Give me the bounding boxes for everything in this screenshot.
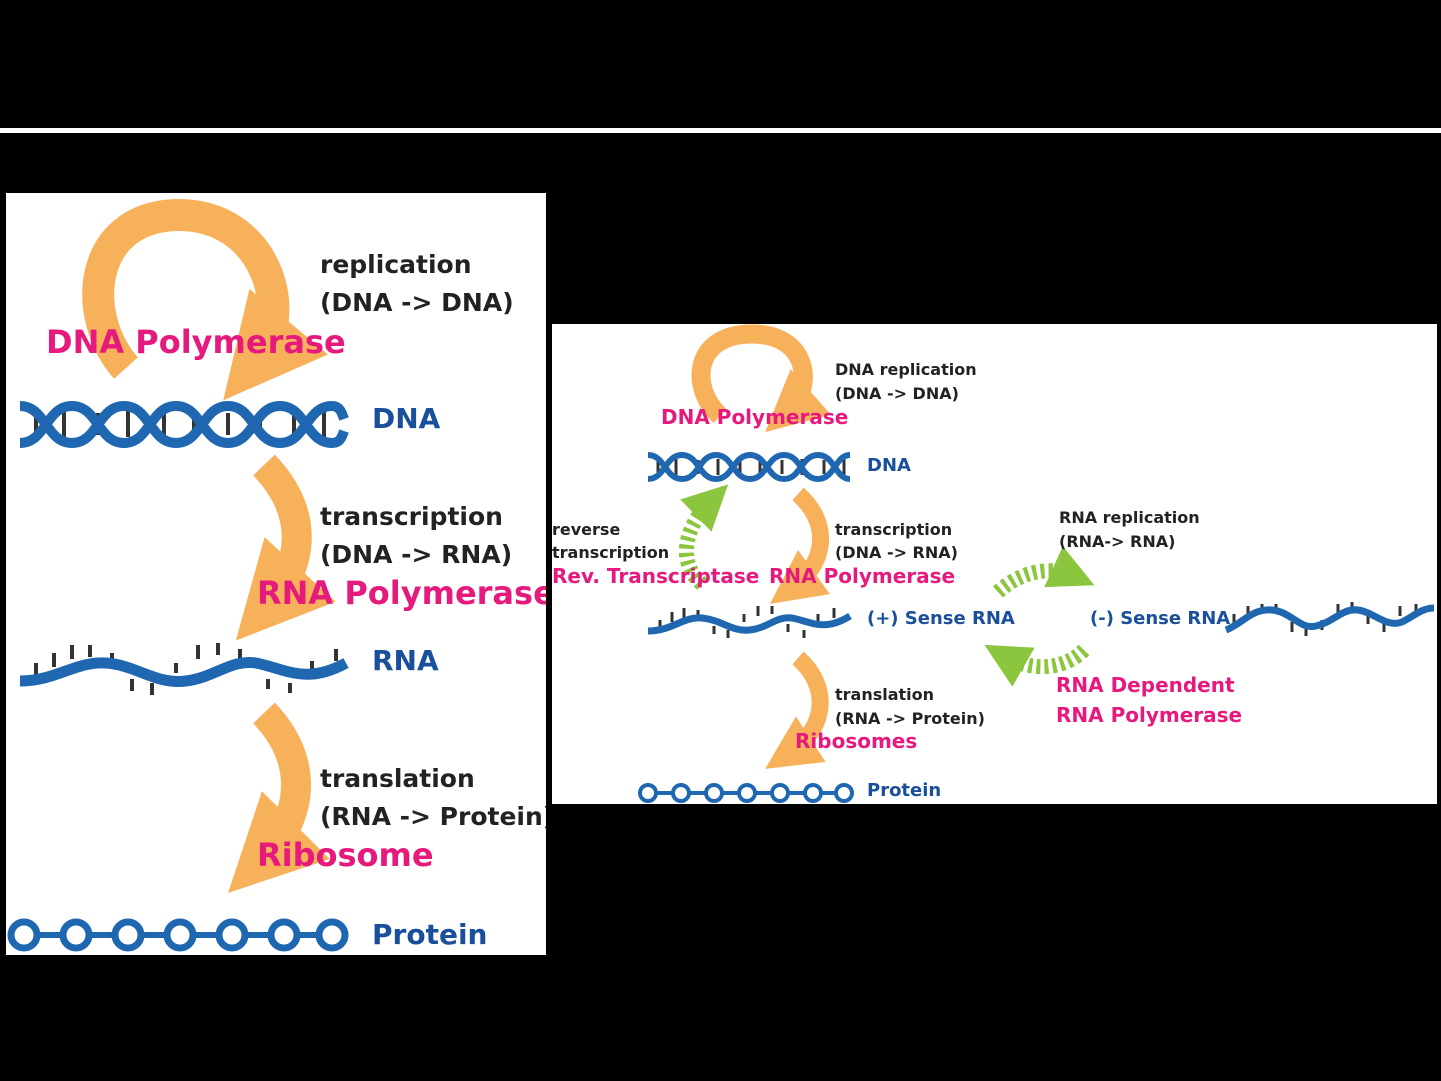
- rna-replication-forward-arrow: [992, 546, 1095, 598]
- extended-central-dogma-graphics: [638, 324, 1435, 803]
- dna-label: DNA: [867, 455, 911, 476]
- rna-replication-detail: (RNA-> RNA): [1059, 532, 1176, 551]
- translation-label: translation: [320, 764, 475, 793]
- protein-chain-icon: [7, 918, 349, 952]
- transcription-arrow: [235, 454, 336, 641]
- rev-transcriptase-label: Rev. Transcriptase: [552, 564, 760, 588]
- central-dogma-graphics: [7, 198, 349, 952]
- extended-central-dogma-diagram: DNA replication (DNA -> DNA) DNA Polymer…: [552, 324, 1437, 804]
- minus-sense-rna-label: (-) Sense RNA: [1090, 608, 1231, 629]
- dna-polymerase-label: DNA Polymerase: [46, 323, 346, 361]
- reverse-transcription-label-line1: reverse: [552, 520, 621, 539]
- header-divider-line: [0, 128, 1441, 133]
- replication-loop-arrow: [82, 198, 329, 401]
- rna-polymerase-label: RNA Polymerase: [257, 574, 546, 612]
- transcription-detail: (DNA -> RNA): [320, 540, 513, 569]
- dna-replication-detail: (DNA -> DNA): [835, 384, 959, 403]
- dna-polymerase-label: DNA Polymerase: [661, 405, 849, 429]
- plus-sense-rna-strand-icon: [647, 606, 852, 638]
- ribosomes-label: Ribosomes: [795, 729, 918, 753]
- dna-double-helix-icon: [19, 400, 349, 449]
- transcription-label: transcription: [835, 520, 953, 539]
- rna-strand-icon: [19, 643, 349, 695]
- translation-detail: (RNA -> Protein): [835, 709, 985, 728]
- reverse-transcription-label-line2: transcription: [552, 543, 670, 562]
- plus-sense-rna-label: (+) Sense RNA: [867, 608, 1015, 629]
- minus-sense-rna-strand-icon: [1224, 602, 1435, 636]
- rna-replication-backward-arrow: [984, 644, 1090, 687]
- dna-double-helix-icon: [647, 451, 851, 483]
- rna-dependent-rna-polymerase-line2: RNA Polymerase: [1056, 703, 1243, 727]
- translation-label: translation: [835, 685, 935, 704]
- protein-label: Protein: [372, 918, 488, 951]
- rna-dependent-rna-polymerase-line1: RNA Dependent: [1056, 673, 1235, 697]
- dna-replication-loop-arrow: [691, 324, 831, 433]
- dna-label: DNA: [372, 402, 441, 435]
- rna-label: RNA: [372, 644, 439, 677]
- transcription-arrow: [769, 487, 830, 604]
- replication-label: replication: [320, 250, 472, 279]
- rna-polymerase-label: RNA Polymerase: [769, 564, 956, 588]
- translation-arrow: [765, 651, 829, 769]
- transcription-label: transcription: [320, 502, 503, 531]
- protein-label: Protein: [867, 780, 942, 801]
- ribosome-label: Ribosome: [257, 836, 434, 874]
- protein-chain-icon: [638, 783, 854, 803]
- central-dogma-diagram: replication (DNA -> DNA) DNA Polymerase …: [6, 193, 546, 955]
- dna-replication-label: DNA replication: [835, 360, 977, 379]
- reverse-transcription-arrow: [678, 484, 729, 590]
- rna-replication-label: RNA replication: [1059, 508, 1200, 527]
- translation-arrow: [228, 702, 330, 893]
- replication-detail: (DNA -> DNA): [320, 288, 514, 317]
- transcription-detail: (DNA -> RNA): [835, 543, 958, 562]
- translation-detail: (RNA -> Protein): [320, 802, 546, 831]
